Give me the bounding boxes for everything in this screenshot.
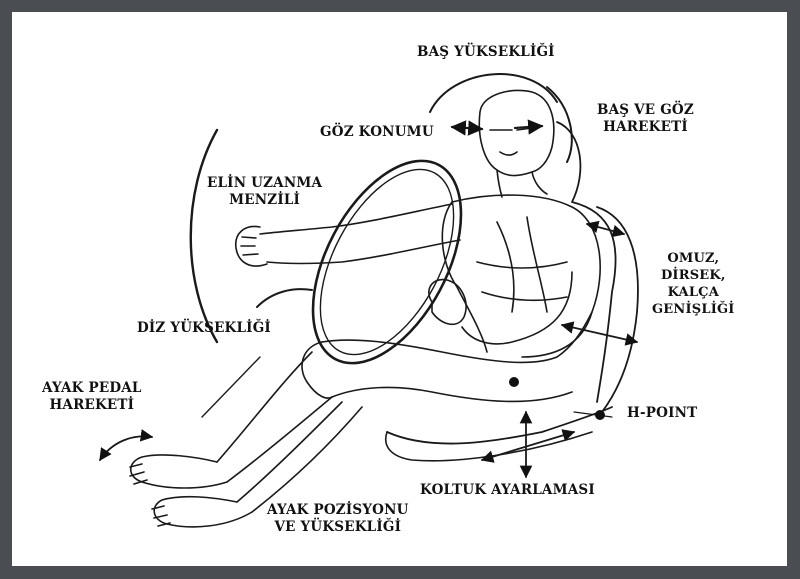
head-eye-movement-line1: BAŞ VE GÖZ	[597, 102, 694, 119]
h-point-marker	[509, 377, 519, 387]
head-height-arc	[430, 74, 557, 112]
reach-arc	[191, 130, 217, 342]
hip-arrow	[562, 325, 637, 342]
foot-1	[131, 455, 227, 488]
hand-reach-line1: ELİN UZANMA	[207, 175, 322, 192]
diagram-frame: BAŞ YÜKSEKLİĞİ GÖZ KONUMU BAŞ VE GÖZ HAR…	[12, 12, 787, 566]
thigh-upper	[322, 340, 557, 362]
thigh-lower	[332, 387, 572, 401]
foot-position-line2: VE YÜKSEKLİĞİ	[267, 519, 409, 536]
h-point-label: H-POINT	[627, 405, 697, 422]
body-widths-line2: DİRSEK,	[652, 267, 735, 284]
foot-pedal-line1: AYAK PEDAL	[42, 380, 142, 397]
body-widths-label: OMUZ, DİRSEK, KALÇA GENİŞLİĞİ	[652, 250, 735, 318]
body-widths-line4: GENİŞLİĞİ	[652, 301, 735, 318]
foot-pedal-label: AYAK PEDAL HAREKETİ	[42, 380, 142, 414]
seat-horizontal-arrow	[482, 432, 574, 460]
eye-arrow	[452, 127, 482, 129]
foot-position-label: AYAK POZİSYONU VE YÜKSEKLİĞİ	[267, 502, 409, 536]
shin-2	[237, 402, 342, 502]
head-eye-movement-line2: HAREKETİ	[597, 119, 694, 136]
hand-reach-label: ELİN UZANMA MENZİLİ	[207, 175, 322, 209]
head-eye-movement-label: BAŞ VE GÖZ HAREKETİ	[597, 102, 694, 136]
knee-arc	[257, 289, 312, 307]
wheel-arm	[462, 272, 572, 344]
h-point-marker-2	[595, 410, 605, 420]
foot-position-line1: AYAK POZİSYONU	[267, 502, 409, 519]
head-height-label: BAŞ YÜKSEKLİĞİ	[417, 44, 555, 61]
body-widths-line3: KALÇA	[652, 284, 735, 301]
eye-position-label: GÖZ KONUMU	[320, 124, 434, 141]
foot-pedal-line2: HAREKETİ	[42, 397, 142, 414]
seat-adjust-label: KOLTUK AYARLAMASI	[420, 482, 595, 499]
torso	[452, 195, 600, 357]
body-widths-line1: OMUZ,	[652, 250, 735, 267]
knee-height-label: DİZ YÜKSEKLİĞİ	[137, 320, 271, 337]
head	[479, 90, 553, 175]
hand-reach-line2: MENZİLİ	[207, 192, 322, 209]
